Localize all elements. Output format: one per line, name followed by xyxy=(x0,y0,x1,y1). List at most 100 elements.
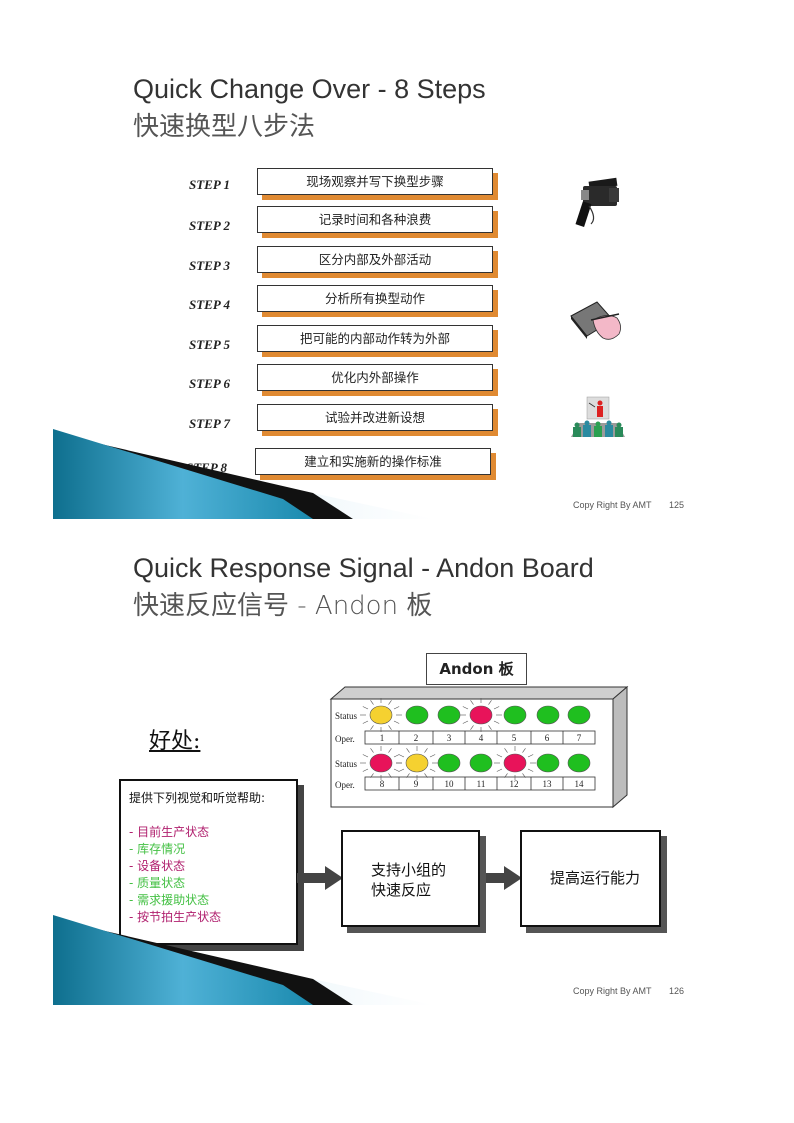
arrow-right-icon xyxy=(476,866,522,890)
info-item: - 需求援助状态 xyxy=(129,893,210,907)
signal-ray xyxy=(388,725,392,730)
signal-ray xyxy=(504,748,508,753)
step-label: STEP 1 xyxy=(189,177,231,192)
andon-board-label: Andon 板 xyxy=(426,653,527,685)
status-light-red xyxy=(469,705,493,725)
signal-ray xyxy=(362,720,369,724)
oper-number: 2 xyxy=(414,733,419,743)
step-box: 记录时间和各种浪费 xyxy=(257,206,493,233)
step-label: STEP 7 xyxy=(189,416,231,431)
signal-ray xyxy=(522,748,526,753)
signal-ray xyxy=(362,706,369,710)
status-light-red xyxy=(503,753,527,773)
signal-ray xyxy=(388,773,392,778)
flow-box-improve-capacity: 提高运行能力 xyxy=(520,830,661,927)
signal-ray xyxy=(388,748,392,753)
step-label: STEP 3 xyxy=(189,258,231,273)
status-light-green xyxy=(405,705,429,725)
status-light-green xyxy=(567,705,591,725)
signal-ray xyxy=(429,768,436,772)
step-box: 建立和实施新的操作标准 xyxy=(255,448,491,475)
signal-ray xyxy=(393,706,400,710)
status-light-red xyxy=(369,753,393,773)
oper-number: 5 xyxy=(512,733,517,743)
oper-row-frame xyxy=(364,730,596,745)
status-light-green xyxy=(567,753,591,773)
flow-box-team-response: 支持小组的 快速反应 xyxy=(341,830,480,927)
decorative-wedge xyxy=(53,915,433,1005)
signal-ray xyxy=(406,748,410,753)
info-box: 提供下列视觉和听觉帮助: - 目前生产状态 - 库存情况 - 设备状态 - 质量… xyxy=(119,779,298,945)
slide-quick-changeover: Quick Change Over - 8 Steps 快速换型八步法 STEP… xyxy=(53,58,696,519)
oper-number: 14 xyxy=(575,779,585,789)
info-item: - 质量状态 xyxy=(129,876,186,890)
info-heading: 提供下列视觉和听觉帮助: xyxy=(129,791,266,805)
oper-number: 13 xyxy=(543,779,553,789)
step-label: STEP 6 xyxy=(189,376,231,391)
signal-ray xyxy=(398,768,405,772)
info-item: - 按节拍生产状态 xyxy=(129,910,222,924)
slide-title-zh: 快速反应信号 - Andon 板 xyxy=(133,591,433,621)
signal-ray xyxy=(424,773,428,778)
info-item: - 库存情况 xyxy=(129,842,186,856)
signal-ray xyxy=(370,700,374,705)
signal-ray xyxy=(504,773,508,778)
oper-number: 4 xyxy=(479,733,484,743)
status-light-green xyxy=(536,705,560,725)
oper-number: 3 xyxy=(447,733,452,743)
oper-number: 12 xyxy=(510,779,519,789)
signal-ray xyxy=(370,725,374,730)
signal-ray xyxy=(493,706,500,710)
signal-ray xyxy=(370,773,374,778)
signal-ray xyxy=(470,725,474,730)
signal-ray xyxy=(462,720,469,724)
writing-hand-icon xyxy=(570,301,621,340)
copyright-text: Copy Right By AMT xyxy=(573,986,652,996)
status-row-label: Status xyxy=(335,711,358,721)
status-light-yellow xyxy=(369,705,393,725)
info-item: - 目前生产状态 xyxy=(129,825,210,839)
copyright-text: Copy Right By AMT xyxy=(573,500,652,510)
slide-title-en: Quick Change Over - 8 Steps xyxy=(133,74,486,104)
arrow-right-icon xyxy=(297,866,343,890)
benefits-heading: 好处: xyxy=(149,729,201,754)
signal-ray xyxy=(527,768,534,772)
signal-ray xyxy=(496,754,503,758)
step-box: 区分内部及外部活动 xyxy=(257,246,493,273)
signal-ray xyxy=(406,773,410,778)
oper-row-label: Oper. xyxy=(335,780,355,790)
step-box: 把可能的内部动作转为外部 xyxy=(257,325,493,352)
signal-ray xyxy=(493,720,500,724)
video-camera-icon xyxy=(575,177,619,227)
step-box: 试验并改进新设想 xyxy=(257,404,493,431)
oper-number: 6 xyxy=(545,733,550,743)
signal-ray xyxy=(424,748,428,753)
signal-ray xyxy=(362,754,369,758)
oper-number: 10 xyxy=(445,779,455,789)
signal-ray xyxy=(393,768,400,772)
oper-number: 1 xyxy=(380,733,385,743)
oper-number: 8 xyxy=(380,779,385,789)
signal-ray xyxy=(429,754,436,758)
flow-box-text: 支持小组的 快速反应 xyxy=(371,861,447,899)
signal-ray xyxy=(527,754,534,758)
status-light-green xyxy=(536,753,560,773)
presentation-audience-icon xyxy=(571,396,625,437)
signal-ray xyxy=(462,706,469,710)
page-number: 125 xyxy=(669,500,685,510)
step-label: STEP 2 xyxy=(189,218,231,233)
info-item: - 设备状态 xyxy=(129,859,186,873)
decorative-wedge xyxy=(53,429,433,519)
signal-ray xyxy=(488,725,492,730)
slide-title-en: Quick Response Signal - Andon Board xyxy=(133,553,594,583)
signal-ray xyxy=(388,700,392,705)
signal-ray xyxy=(393,720,400,724)
status-light-green xyxy=(503,705,527,725)
page-number: 126 xyxy=(669,986,685,996)
step-box: 分析所有换型动作 xyxy=(257,285,493,312)
status-light-green xyxy=(437,753,461,773)
slide-title-zh: 快速换型八步法 xyxy=(133,112,316,142)
oper-number: 11 xyxy=(477,779,486,789)
step-box: 现场观察并写下换型步骤 xyxy=(257,168,493,195)
